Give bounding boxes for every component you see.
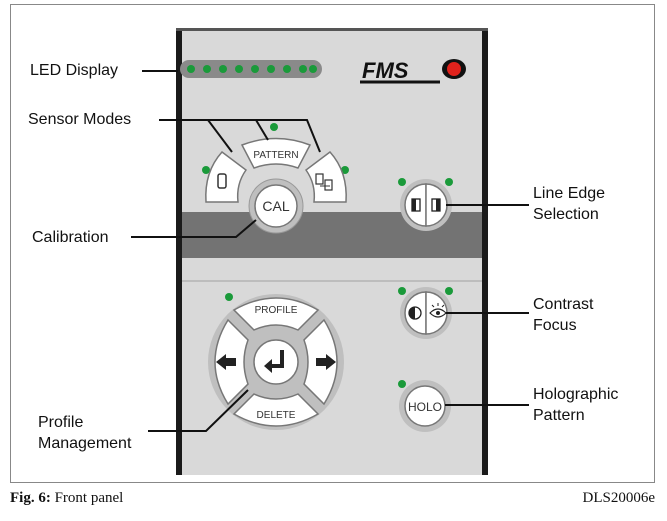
- fms-logo: FMS: [360, 58, 466, 84]
- right-mode-button[interactable]: [304, 150, 347, 203]
- delete-button[interactable]: [232, 393, 320, 427]
- led-display: [180, 60, 322, 78]
- line-edge-left-icon: [411, 198, 421, 212]
- holo-label: HOLO: [408, 400, 442, 414]
- calibration-line: [131, 219, 257, 238]
- pattern-label: PATTERN: [253, 150, 298, 161]
- document-id: DLS20006e: [582, 490, 656, 506]
- delete-label: DELETE: [257, 410, 296, 421]
- label-profile-management: Profile Management: [38, 412, 131, 454]
- label-contrast-line2: Focus: [533, 317, 577, 334]
- line-edge-led-left: [398, 178, 406, 186]
- label-holographic-pattern: Holographic Pattern: [533, 384, 618, 426]
- label-contrast-line1: Contrast: [533, 296, 594, 313]
- focus-led: [445, 287, 453, 295]
- led-2: [203, 65, 211, 73]
- figure-title: Front panel: [50, 490, 124, 506]
- led-1: [187, 65, 195, 73]
- led-6: [267, 65, 275, 73]
- figure-number: Fig. 6:: [10, 490, 51, 506]
- cal-button-group: CAL: [248, 178, 304, 234]
- callout-lines: [131, 70, 529, 432]
- profile-label: PROFILE: [255, 305, 298, 316]
- led-3: [219, 65, 227, 73]
- label-profile-line2: Management: [38, 435, 132, 452]
- label-holographic-line1: Holographic: [533, 386, 619, 403]
- holo-group: HOLO: [398, 380, 451, 432]
- line-edge-right-icon: [431, 198, 441, 212]
- led-8: [299, 65, 307, 73]
- sensor-modes-branch-left: [207, 119, 233, 153]
- led-9: [309, 65, 317, 73]
- led-5: [251, 65, 259, 73]
- label-line-edge-selection: Line Edge Selection: [533, 183, 605, 225]
- label-led-display: LED Display: [30, 62, 119, 79]
- pattern-button[interactable]: [240, 137, 312, 169]
- left-mode-icon: [217, 173, 227, 189]
- right-mode-led: [341, 166, 349, 174]
- profile-button[interactable]: [232, 297, 320, 331]
- label-calibration: Calibration: [32, 229, 109, 246]
- holo-led: [398, 380, 406, 388]
- left-mode-led: [202, 166, 210, 174]
- label-profile-line1: Profile: [38, 414, 84, 431]
- led-4: [235, 65, 243, 73]
- line-edge-led-right: [445, 178, 453, 186]
- right-mode-icon: [315, 173, 333, 191]
- profile-management-line: [148, 389, 249, 432]
- panel-left-edge: [176, 28, 182, 475]
- figure-caption: Fig. 6: Front panel: [10, 490, 123, 507]
- led-7: [283, 65, 291, 73]
- line-edge-group: [398, 178, 453, 231]
- enter-button[interactable]: [253, 339, 299, 385]
- sensor-modes-group: PATTERN: [202, 123, 349, 203]
- pattern-led: [270, 123, 278, 131]
- profile-led: [225, 293, 233, 301]
- sensor-modes-branch-mid: [255, 119, 269, 141]
- contrast-icon: [408, 306, 422, 320]
- label-sensor-modes: Sensor Modes: [28, 111, 132, 128]
- label-line-edge-line1: Line Edge: [533, 185, 606, 202]
- panel-right-edge: [482, 28, 488, 475]
- left-arrow-icon: [216, 354, 236, 370]
- panel-divider: [182, 280, 482, 282]
- contrast-focus-group: [398, 287, 453, 339]
- cal-label: CAL: [262, 198, 289, 214]
- enter-icon: [264, 350, 284, 373]
- logo-text: FMS: [362, 58, 409, 83]
- cal-button[interactable]: [254, 184, 298, 228]
- logo-red-dot: [447, 62, 461, 76]
- contrast-button[interactable]: [404, 291, 427, 335]
- panel-top-edge: [176, 28, 488, 31]
- label-line-edge-line2: Selection: [533, 206, 599, 223]
- right-arrow-icon: [316, 354, 336, 370]
- label-contrast-focus: Contrast Focus: [533, 294, 593, 336]
- contrast-led: [398, 287, 406, 295]
- label-holographic-line2: Pattern: [533, 407, 585, 424]
